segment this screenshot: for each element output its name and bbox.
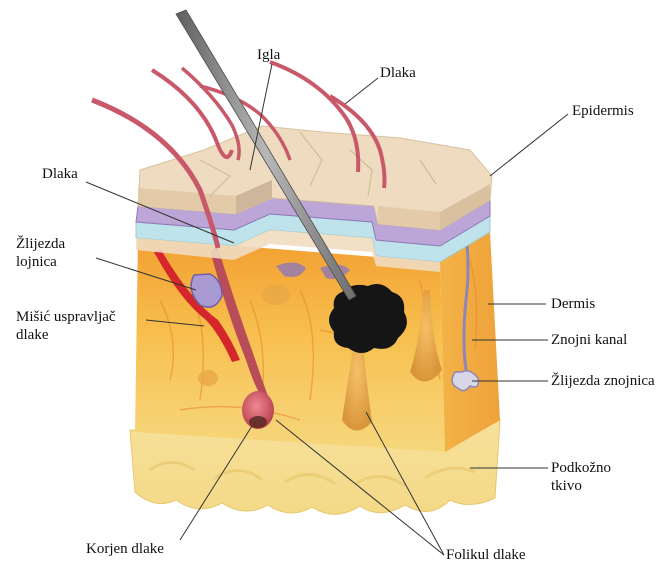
label-subcutaneous-line2: tkivo (551, 478, 582, 495)
label-epidermis: Epidermis (572, 103, 634, 120)
sebaceous-gland-mid (262, 285, 290, 305)
label-sweat-gland: Žlijezda znojnica (551, 373, 655, 390)
label-dermis: Dermis (551, 296, 595, 313)
label-subcutaneous-line1: Podkožno (551, 460, 611, 477)
dermis-side (440, 232, 500, 452)
label-hair-left: Dlaka (42, 166, 78, 183)
sebaceous-gland-mid2 (198, 370, 218, 386)
label-hair-top: Dlaka (380, 65, 416, 82)
label-hair-root: Korjen dlake (86, 541, 164, 558)
lesion-mark (329, 284, 407, 353)
label-sweat-duct: Znojni kanal (551, 332, 627, 349)
label-hair-follicle: Folikul dlake (446, 547, 526, 564)
label-arrector-muscle-line2: dlake (16, 327, 48, 344)
label-needle: Igla (257, 47, 280, 64)
label-sebaceous-gland-line2: lojnica (16, 254, 57, 271)
label-sebaceous-gland-line1: Žlijezda (16, 236, 65, 253)
label-arrector-muscle-line1: Mišić uspravljač (16, 309, 116, 326)
